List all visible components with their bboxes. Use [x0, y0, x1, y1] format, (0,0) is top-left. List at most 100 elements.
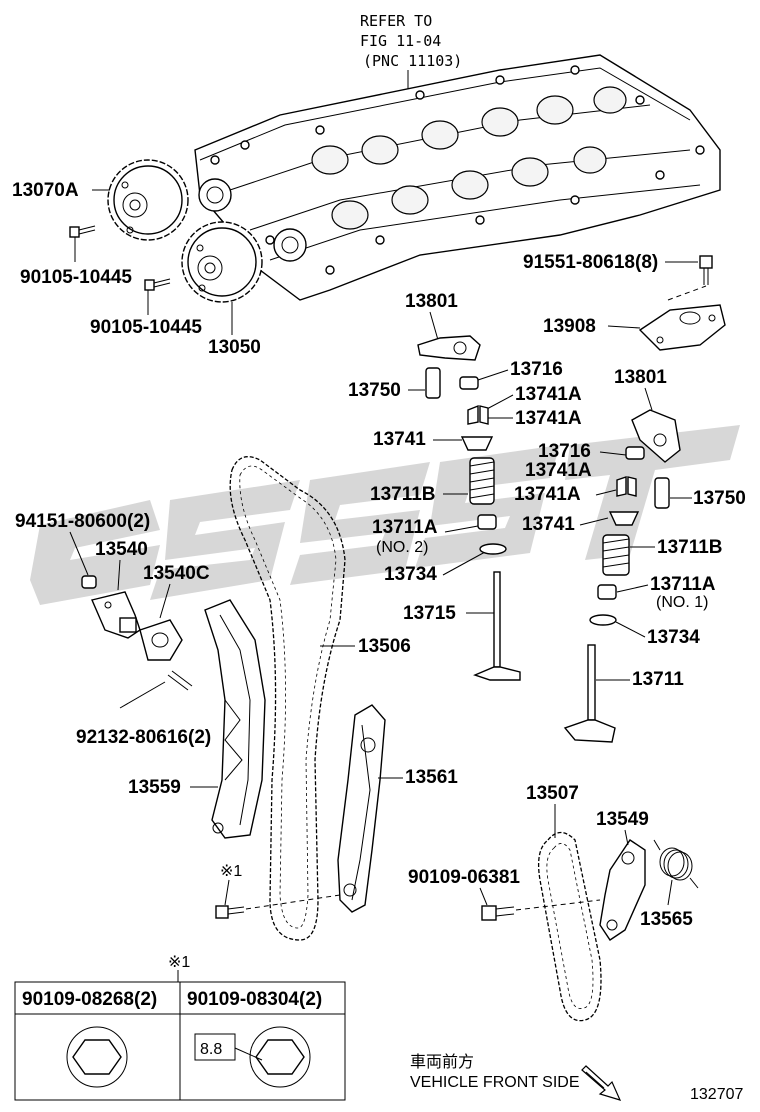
callout-92132-80616: 92132-80616(2): [76, 727, 211, 748]
dash-91551: [667, 285, 707, 301]
callout-13734-a: 13734: [384, 564, 437, 585]
cam-timing-gear-13050: [181, 221, 263, 303]
front-side-en: VEHICLE FRONT SIDE: [410, 1074, 580, 1091]
camshaft-lobes: [311, 86, 627, 230]
bracket-13908: [638, 304, 726, 351]
callout-13506: 13506: [358, 636, 411, 657]
stud-92132: [167, 670, 193, 691]
callout-13050: 13050: [208, 337, 261, 358]
callout-13711A-b: 13711A: [650, 574, 716, 595]
refer-fig-text: FIG 11-04: [360, 32, 441, 50]
leader-13741A-d: [595, 489, 617, 496]
callout-13741-b: 13741: [522, 514, 575, 535]
leader-90109-06381: [479, 887, 488, 906]
timing-chain-13506-inner: [239, 465, 337, 929]
bolt-spec-table: [14, 981, 346, 1101]
callout-13711B-a: 13711B: [370, 484, 436, 505]
callout-13549: 13549: [596, 809, 649, 830]
lash-adjuster-13750-a: [425, 367, 441, 399]
callout-13711A-a-note: (NO. 2): [376, 539, 428, 556]
valve-keepers-13741A-b: [616, 476, 637, 497]
gasket-hole: [151, 632, 169, 648]
callout-13507: 13507: [526, 783, 579, 804]
intake-valve-13715: [473, 571, 521, 681]
front-arrow-icon: [581, 1065, 622, 1101]
callout-90105-10445-b: 90105-10445: [90, 317, 202, 338]
bolt-head-marked-icon: [234, 1026, 311, 1088]
callout-13540C: 13540C: [143, 563, 210, 584]
callout-13741A-b: 13741A: [515, 408, 582, 429]
callout-13741A-d: 13741A: [514, 484, 581, 505]
valve-lash-adjuster-cap-a: [459, 376, 479, 390]
leader-13734-b: [615, 621, 646, 638]
leader-13908: [607, 325, 641, 329]
cam-timing-gear-13070A: [107, 159, 189, 241]
callout-13908: 13908: [543, 316, 596, 337]
callout-13750-a: 13750: [348, 380, 401, 401]
callout-90109-06381: 90109-06381: [408, 867, 520, 888]
callout-13711A-a: 13711A: [372, 517, 438, 538]
callout-90105-10445-a: 90105-10445: [20, 267, 132, 288]
bolt-head-plain-icon: [66, 1026, 128, 1088]
valve-keepers-13741A: [467, 404, 489, 425]
leader-13716-a: [477, 369, 509, 381]
callout-13711: 13711: [632, 669, 684, 690]
leader-13734-a: [442, 551, 486, 576]
leader-92132: [119, 681, 166, 709]
rocker-arm-13801-b: [631, 409, 681, 463]
refer-pnc-text: (PNC 11103): [363, 52, 462, 70]
callout-13711A-b-note: (NO. 1): [656, 594, 708, 611]
front-side-jp: 車両前方: [410, 1053, 474, 1071]
valve-stem-seal-13711A-a: [477, 514, 497, 530]
callout-13559: 13559: [128, 777, 181, 798]
valve-stem-seal-13711A-b: [597, 584, 617, 600]
bolt-90109-06381: [481, 905, 515, 921]
leader-13741-b: [579, 517, 609, 526]
bolt-90105-b: [144, 278, 171, 315]
spring-seat-13734-a: [479, 543, 507, 555]
table-col1-header: 90109-08268(2): [22, 989, 157, 1010]
valve-spring-13711B-b: [602, 534, 630, 576]
callout-13750-b: 13750: [693, 488, 746, 509]
spring-retainer-13741-b: [608, 511, 640, 526]
callout-13716-a: 13716: [510, 359, 563, 380]
chain-13507: [537, 831, 602, 1022]
callout-13741A-a: 13741A: [515, 384, 582, 405]
lash-adjuster-13750-b: [654, 477, 670, 509]
bolt-90105-a: [69, 225, 96, 262]
callout-13715: 13715: [403, 603, 456, 624]
tensioner-arm-13549: [599, 839, 646, 941]
leader-13549: [624, 829, 629, 846]
leader-13711A-b: [616, 584, 649, 593]
callout-13711B-b: 13711B: [657, 537, 723, 558]
spring-seat-13734-b: [589, 614, 617, 626]
callout-13540: 13540: [95, 539, 148, 560]
grade-box: [194, 1033, 236, 1061]
table-note-mark: ※1: [168, 954, 190, 971]
leader-13801-a: [429, 311, 439, 341]
refer-to-text: REFER TO: [360, 12, 432, 30]
rocker-arm-13801-a: [417, 335, 481, 361]
dash-chain-guide-bolt: [245, 894, 341, 910]
leader-13801-b: [644, 387, 653, 411]
chain-tensioner-13540: [91, 591, 141, 639]
chain-13507-inner: [546, 843, 594, 1009]
callout-13716-b: 13716: [538, 441, 591, 462]
callout-13734-b: 13734: [647, 627, 700, 648]
timing-chain-13506: [229, 456, 346, 941]
callout-13801-b: 13801: [614, 367, 667, 388]
leader-note-bolt: [224, 879, 230, 906]
plug-94151: [81, 575, 97, 589]
housing-bolt-bosses: [210, 65, 705, 275]
table-col2-header: 90109-08304(2): [187, 989, 322, 1010]
callout-13565: 13565: [640, 909, 693, 930]
chain-guide-13561: [337, 704, 386, 913]
watermark-logo: [30, 425, 740, 605]
spring-retainer-13741-a: [460, 436, 494, 451]
chain-slipper-13559: [204, 599, 266, 839]
leader-13716-b: [599, 451, 627, 456]
grade-label: 8.8: [200, 1041, 222, 1058]
leader-13711A-a: [444, 525, 479, 533]
callout-13801-a: 13801: [405, 291, 458, 312]
